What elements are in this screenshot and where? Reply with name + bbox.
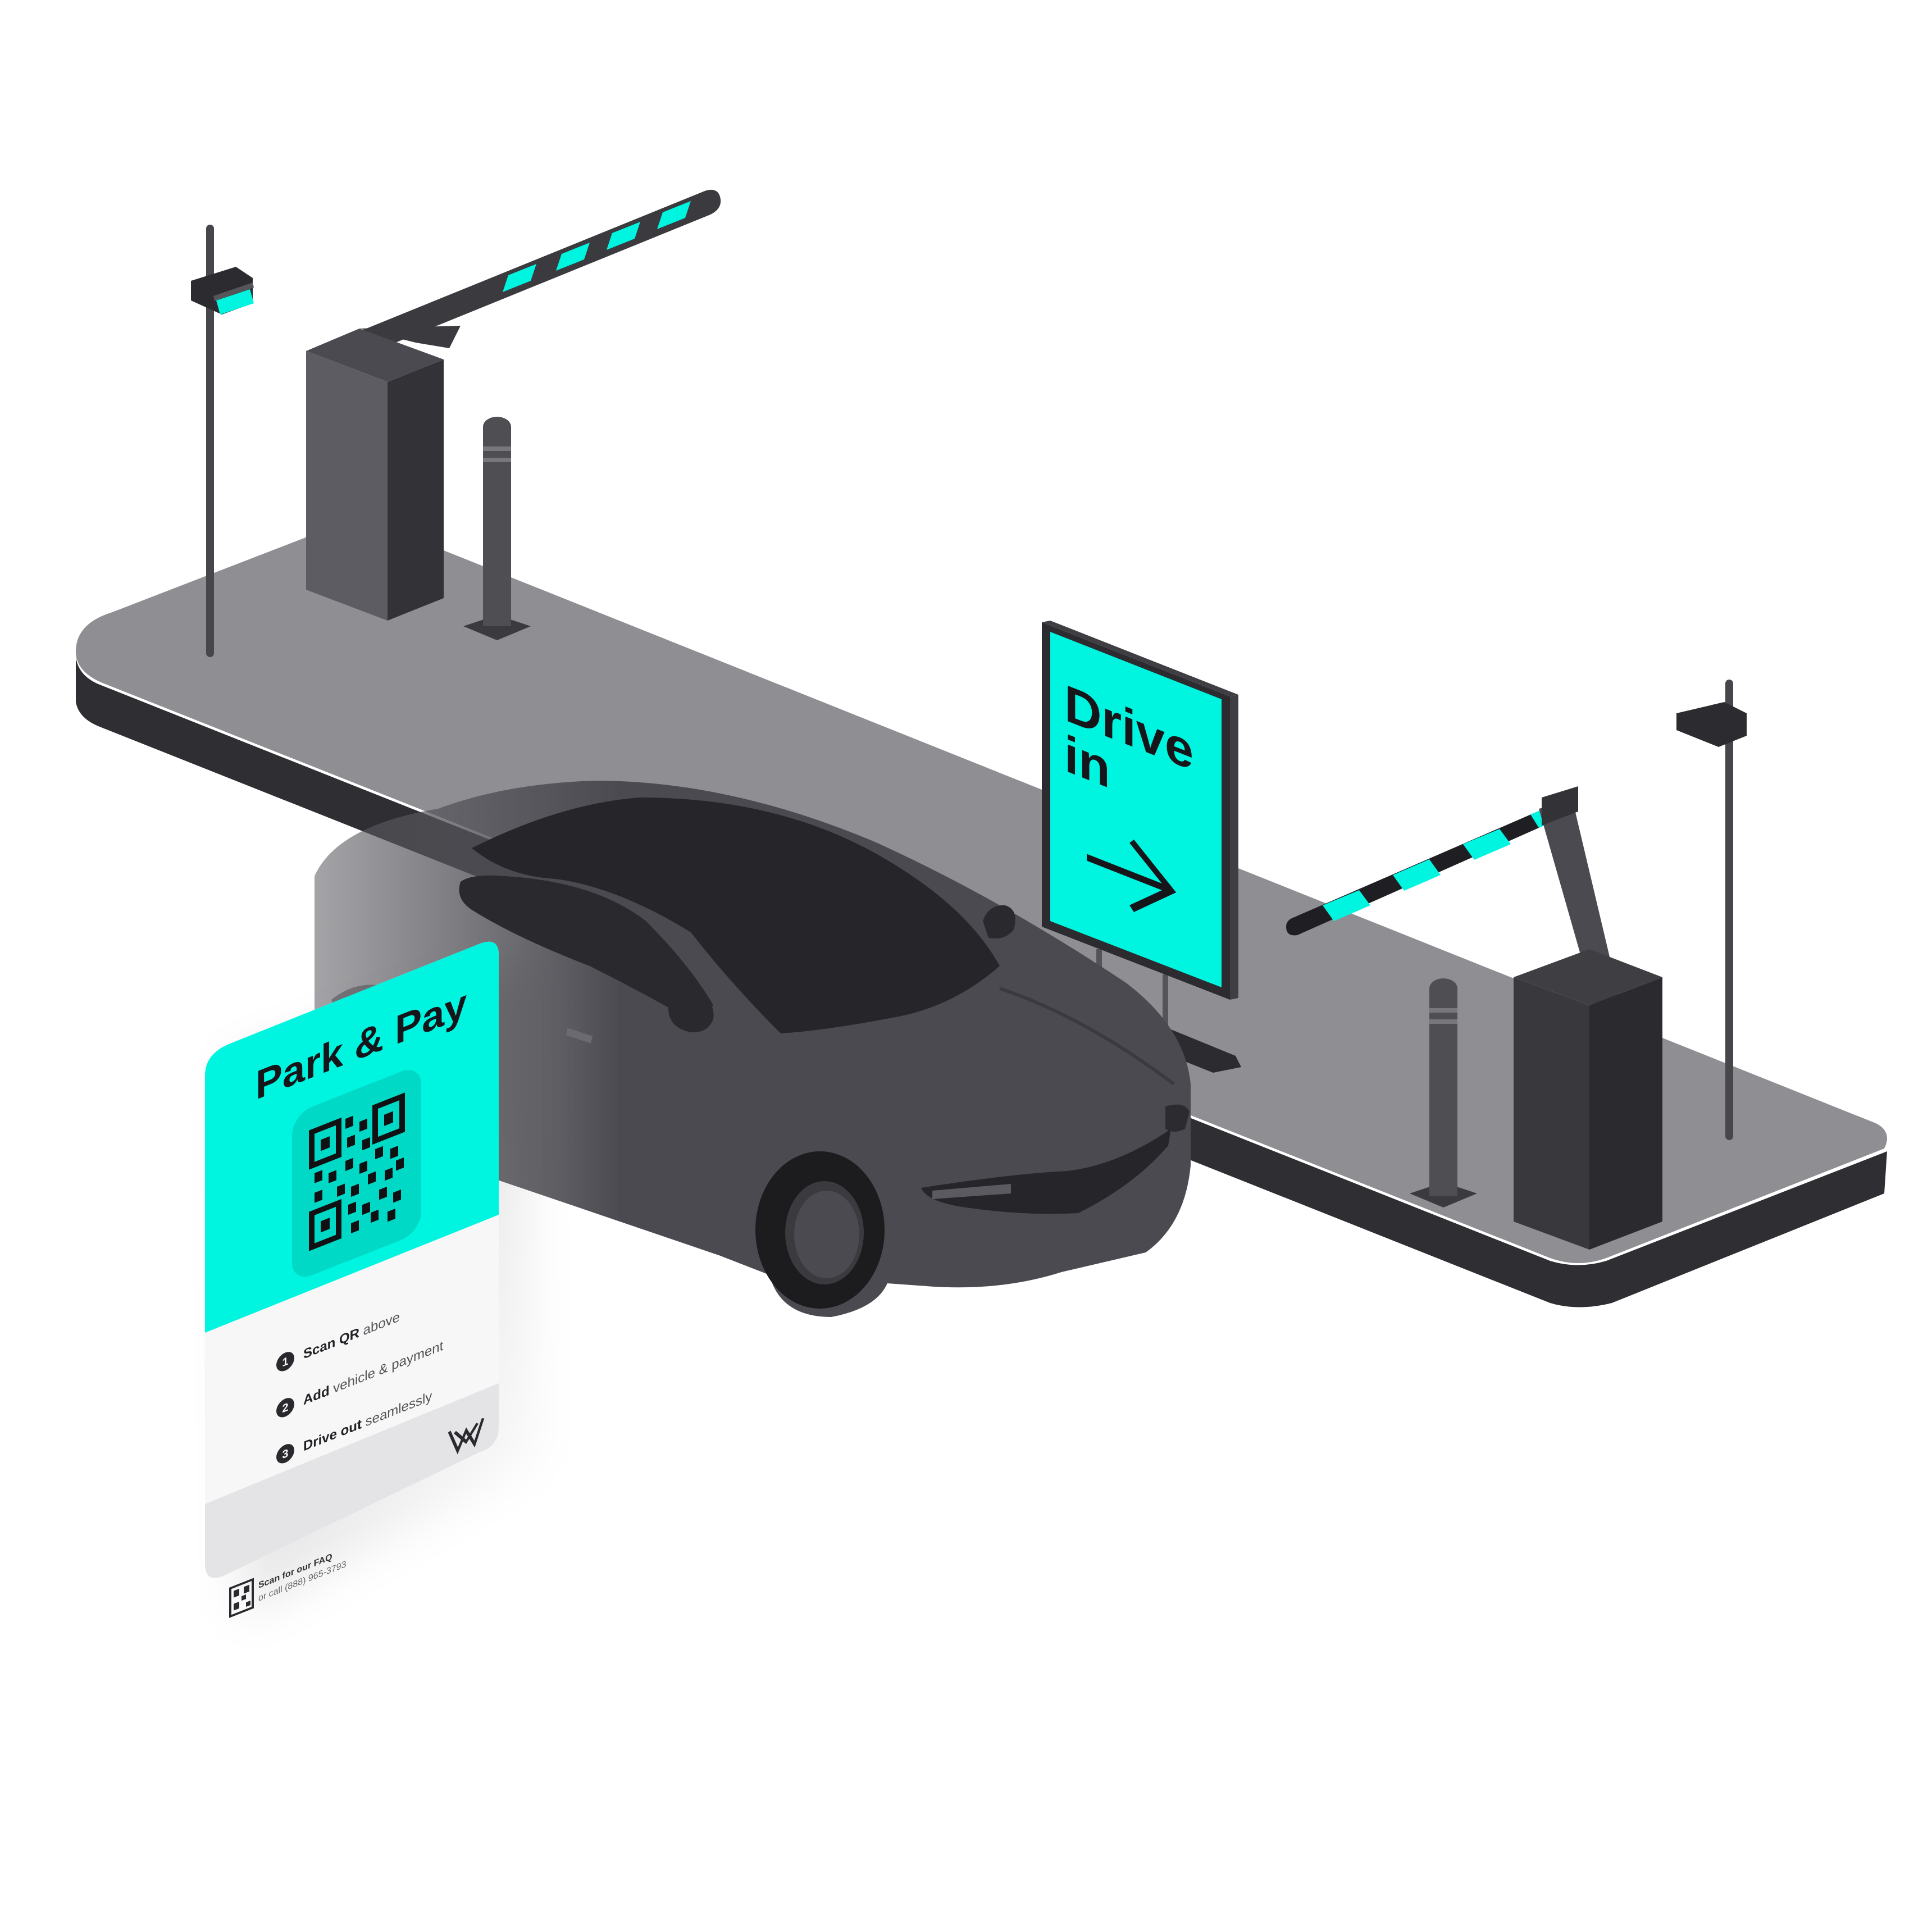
step-1-number: 1: [282, 1355, 288, 1370]
car-wheel-front: [755, 1151, 885, 1309]
camera-pole-right: [1676, 680, 1747, 1140]
small-qr-code-icon: [229, 1578, 254, 1618]
gate-booth-right: [1286, 786, 1662, 1250]
arrow-right-icon: [1087, 839, 1177, 912]
step-3-number: 3: [282, 1447, 288, 1462]
car-mirror: [983, 905, 1015, 938]
car: [315, 781, 1191, 1317]
car-roof: [472, 798, 1000, 1033]
brand-logo-icon: [448, 1418, 485, 1455]
bollard-left: [463, 417, 531, 640]
camera-lens-left: [216, 289, 254, 315]
camera-pole-left: [191, 225, 254, 657]
drive-in-sign: Drive in: [1042, 621, 1238, 1033]
park-and-pay-card: Park & Pay: [205, 941, 539, 1618]
bollard-right: [1410, 978, 1477, 1208]
drive-sign-face: [1050, 632, 1222, 987]
platform-side: [76, 657, 1887, 1307]
card-footer: [205, 1382, 499, 1578]
qr-code-icon: [292, 1070, 421, 1277]
step-2-number: 2: [282, 1401, 288, 1416]
barrier-stripes-left: [503, 201, 691, 292]
gate-booth-left: [306, 189, 721, 621]
